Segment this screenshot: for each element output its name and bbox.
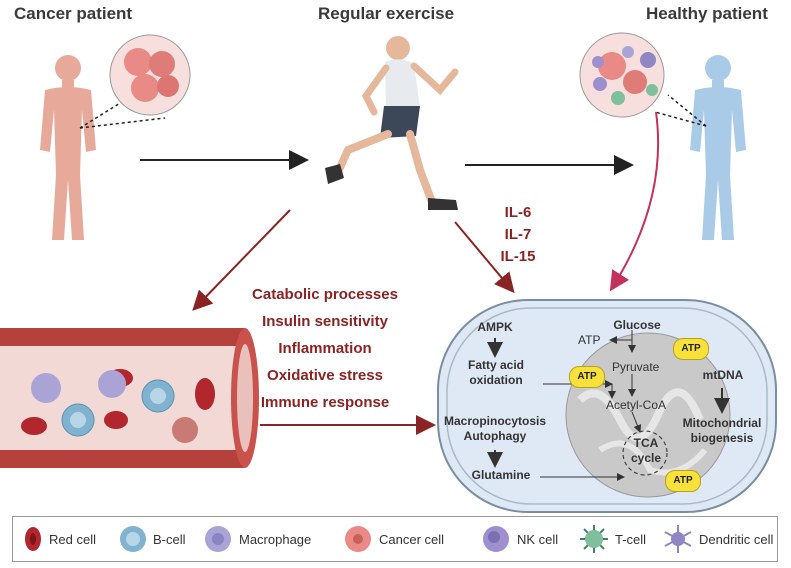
cancer-tissue-zoom bbox=[79, 34, 191, 129]
header-cancer-patient: Cancer patient bbox=[14, 4, 133, 23]
cancer-patient-figure bbox=[40, 55, 96, 240]
runner-figure bbox=[325, 36, 459, 210]
arrow-healthy-to-cell bbox=[609, 111, 660, 292]
healthy-patient-figure bbox=[690, 55, 746, 240]
atp-badge-3: ATP bbox=[665, 470, 701, 492]
cell-mito-biogenesis: Mitochondrial biogenesis bbox=[682, 416, 762, 445]
header-healthy-patient: Healthy patient bbox=[646, 4, 768, 23]
cell-atp-plain: ATP bbox=[578, 333, 601, 347]
cell-mtdna: mtDNA bbox=[702, 368, 744, 382]
legend-item-b-cell: B-cell bbox=[119, 517, 186, 561]
cell-acetyl-coa: Acetyl-CoA bbox=[606, 398, 667, 412]
t-cell-icon bbox=[580, 525, 608, 553]
cytokine-il6: IL-6 bbox=[504, 204, 532, 221]
cancer-cell-icon bbox=[345, 526, 371, 552]
effect-oxidative: Oxidative stress bbox=[267, 367, 383, 384]
legend-item-cancer-cell: Cancer cell bbox=[343, 517, 444, 561]
legend-item-dendritic-cell: Dendritic cell bbox=[663, 517, 773, 561]
cell-macropinocytosis: Macropinocytosis Autophagy bbox=[443, 414, 547, 443]
legend: Red cell B-cell Macrophage Cancer cell N… bbox=[12, 516, 778, 562]
legend-item-nk-cell: NK cell bbox=[481, 517, 558, 561]
cell-glucose: Glucose bbox=[613, 318, 661, 332]
cell-tca-cycle: TCA cycle bbox=[630, 436, 662, 465]
red-cell-icon bbox=[25, 527, 41, 551]
blood-vessel bbox=[0, 328, 259, 468]
effect-insulin: Insulin sensitivity bbox=[262, 313, 388, 330]
legend-item-t-cell: T-cell bbox=[579, 517, 646, 561]
arrow-to-cell bbox=[454, 221, 515, 294]
cell-ampk: AMPK bbox=[477, 320, 513, 334]
nk-cell-icon bbox=[483, 526, 509, 552]
effect-immune: Immune response bbox=[260, 394, 390, 411]
effect-inflammation: Inflammation bbox=[278, 340, 372, 357]
macrophage-icon bbox=[205, 526, 231, 552]
cytokine-il7: IL-7 bbox=[504, 226, 532, 243]
b-cell-icon bbox=[120, 526, 146, 552]
cell-glutamine: Glutamine bbox=[471, 468, 531, 482]
effect-catabolic: Catabolic processes bbox=[252, 286, 398, 303]
cell-pyruvate: Pyruvate bbox=[612, 360, 660, 374]
cell-fatty-acid: Fatty acid oxidation bbox=[467, 358, 524, 387]
dendritic-cell-icon bbox=[664, 525, 692, 553]
cytokine-il15: IL-15 bbox=[500, 248, 536, 265]
healthy-tissue-zoom bbox=[579, 32, 707, 127]
legend-item-red-cell: Red cell bbox=[23, 517, 96, 561]
arrow-to-vessel bbox=[192, 209, 291, 311]
atp-badge-2: ATP bbox=[569, 366, 605, 388]
header-regular-exercise: Regular exercise bbox=[318, 4, 455, 23]
atp-badge-1: ATP bbox=[673, 338, 709, 360]
legend-item-macrophage: Macrophage bbox=[203, 517, 311, 561]
